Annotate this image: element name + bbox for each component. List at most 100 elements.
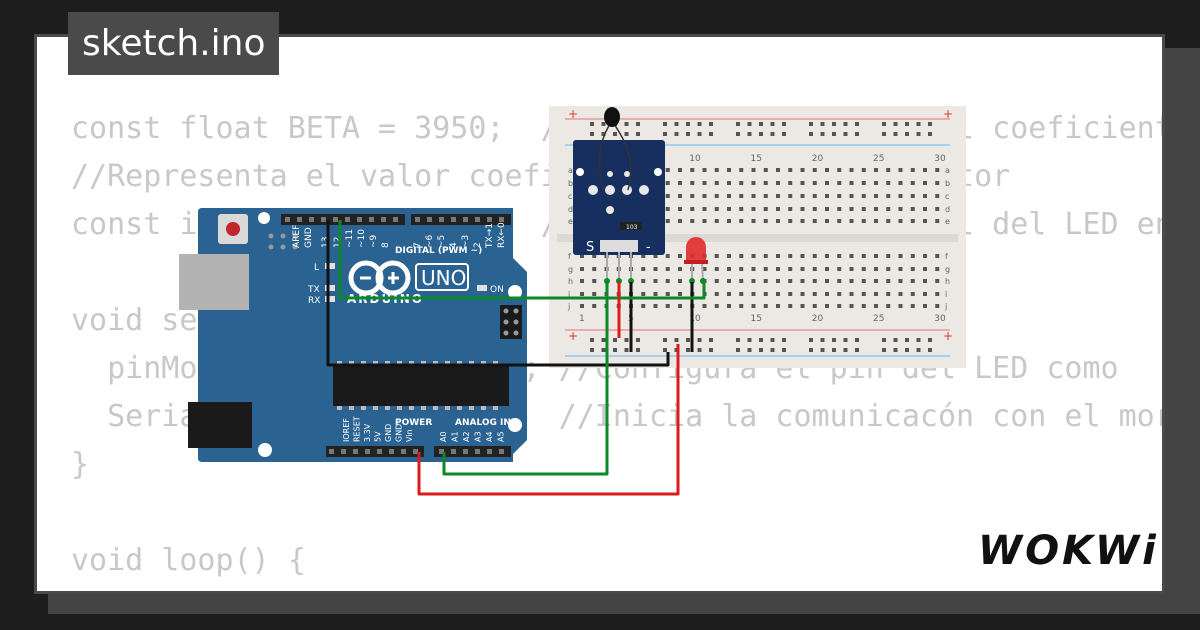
uno-label: UNO — [421, 266, 466, 290]
svg-text:RX: RX — [308, 296, 320, 306]
power-pin-label: RESET — [353, 416, 362, 442]
breadboard-column-number: 25 — [873, 154, 884, 164]
digital-pin-holes — [285, 217, 504, 222]
thermistor-bead — [604, 107, 620, 127]
power-pin-label: 5V — [374, 431, 383, 442]
svg-text:L: L — [314, 263, 319, 273]
ntc-s-label: S — [586, 240, 594, 255]
pin-header — [600, 240, 638, 252]
power-header — [326, 446, 424, 457]
power-header-label: POWER — [395, 418, 432, 428]
digital-pin-label: ~9 — [369, 234, 379, 248]
analog-header-label: ANALOG IN — [455, 418, 511, 428]
breadboard-row-letter: h — [945, 277, 950, 286]
breadboard-row-letter: c — [568, 192, 572, 201]
svg-text:103: 103 — [626, 224, 638, 231]
sketch-title-badge: sketch.ino — [68, 12, 280, 75]
breadboard-row-letter: g — [568, 265, 573, 274]
digital-header-right — [411, 214, 511, 225]
power-pin-label: Vin — [405, 429, 414, 442]
breadboard-row-letter: h — [568, 277, 573, 286]
breadboard-column-number: 20 — [812, 314, 824, 324]
bottom-pin-holes — [329, 449, 504, 454]
breadboard-row-letter: e — [945, 217, 950, 226]
digital-pin-label: ~5 — [437, 235, 447, 248]
ntc-minus-label: - — [646, 240, 651, 255]
breadboard-column-number: 15 — [751, 314, 762, 324]
breadboard-row-letter: b — [568, 179, 573, 188]
power-pin-label: IOREF — [342, 418, 351, 442]
wire-red-5v-rail — [417, 344, 680, 496]
digital-header-left — [281, 214, 405, 225]
breadboard-row-letter: g — [945, 265, 950, 274]
breadboard-row-letter: a — [568, 166, 573, 175]
power-pin-label: GND — [384, 424, 393, 442]
breadboard-column-number: 25 — [873, 314, 884, 324]
breadboard-row-letter: c — [945, 192, 949, 201]
digital-pin-label: 2 — [473, 242, 483, 248]
code-line: void loop() { — [71, 543, 306, 578]
breadboard-row-letter: i — [945, 290, 947, 299]
analog-pin-label: A2 — [462, 431, 471, 442]
svg-text:TX: TX — [307, 285, 320, 295]
chip-legs — [337, 361, 498, 410]
breadboard-row-letter: j — [567, 302, 570, 311]
usb-port — [179, 254, 249, 310]
breadboard-row-letter: d — [945, 205, 950, 214]
onboard-leds: L TX RX ON — [307, 263, 504, 306]
digital-pin-label: 12 — [333, 237, 343, 248]
digital-pin-label: RX←0 — [497, 222, 507, 248]
digital-pin-label: ~6 — [425, 234, 435, 248]
breadboard-column-number: 10 — [689, 314, 701, 324]
digital-pin-label: ~11 — [345, 229, 355, 248]
breadboard-row-letter: i — [568, 290, 570, 299]
aref-label: AREF — [292, 225, 302, 248]
breadboard-column-number: 10 — [689, 154, 701, 164]
digital-pin-label: 8 — [381, 242, 391, 248]
breadboard-column-number: 1 — [579, 314, 585, 324]
breadboard-column-number: 30 — [934, 314, 946, 324]
power-pin-label: 3.3V — [363, 423, 372, 442]
code-line: } — [71, 447, 90, 482]
breadboard-column-number: 15 — [751, 154, 762, 164]
arduino-logo — [348, 260, 411, 296]
icsp-header-right — [500, 305, 522, 339]
digital-pin-label: TX→1 — [485, 223, 495, 249]
rail-plus-label-right: + — [943, 107, 953, 121]
rail-plus-label: + — [568, 107, 578, 121]
digital-pin-label: ~10 — [357, 229, 367, 248]
digital-pin-label: ~3 — [461, 235, 471, 248]
wire-black-gnd-breadboard — [326, 220, 670, 367]
atmega-chip — [333, 365, 509, 406]
digital-pin-label: 7 — [413, 242, 423, 248]
resistor — [620, 222, 642, 230]
wire-green-pin13-led — [338, 220, 706, 300]
power-pin-label: GND — [395, 424, 404, 442]
breadboard-row-letter: f — [568, 252, 571, 261]
analog-pin-label: A1 — [451, 431, 460, 442]
ntc-temperature-module[interactable]: 103 S - — [573, 107, 665, 284]
breadboard-column-number: 20 — [812, 154, 824, 164]
breadboard-row-letter: a — [945, 166, 950, 175]
digital-header-label: DIGITAL (PWM ~) — [395, 246, 482, 256]
wire-green-a0-signal — [442, 282, 609, 476]
breadboard-row-letter: e — [568, 217, 573, 226]
rail-plus-label-bottom-right: + — [943, 329, 953, 343]
analog-pin-label: A0 — [439, 431, 448, 442]
breadboard-row-letter: f — [945, 252, 948, 261]
analog-header — [434, 446, 511, 457]
rail-plus-label-bottom: + — [568, 329, 578, 343]
breadboard-row-letter: j — [944, 302, 947, 311]
analog-pin-label: A5 — [497, 431, 506, 442]
svg-text:ON: ON — [490, 285, 504, 295]
breadboard-column-number: 30 — [934, 154, 946, 164]
wokwi-logo: WOKWi — [978, 528, 1159, 574]
analog-pin-label: A4 — [485, 431, 494, 442]
icsp-header-left — [266, 230, 300, 252]
digital-pin-label: 4 — [449, 242, 459, 248]
gnd-label: GND — [304, 227, 314, 248]
